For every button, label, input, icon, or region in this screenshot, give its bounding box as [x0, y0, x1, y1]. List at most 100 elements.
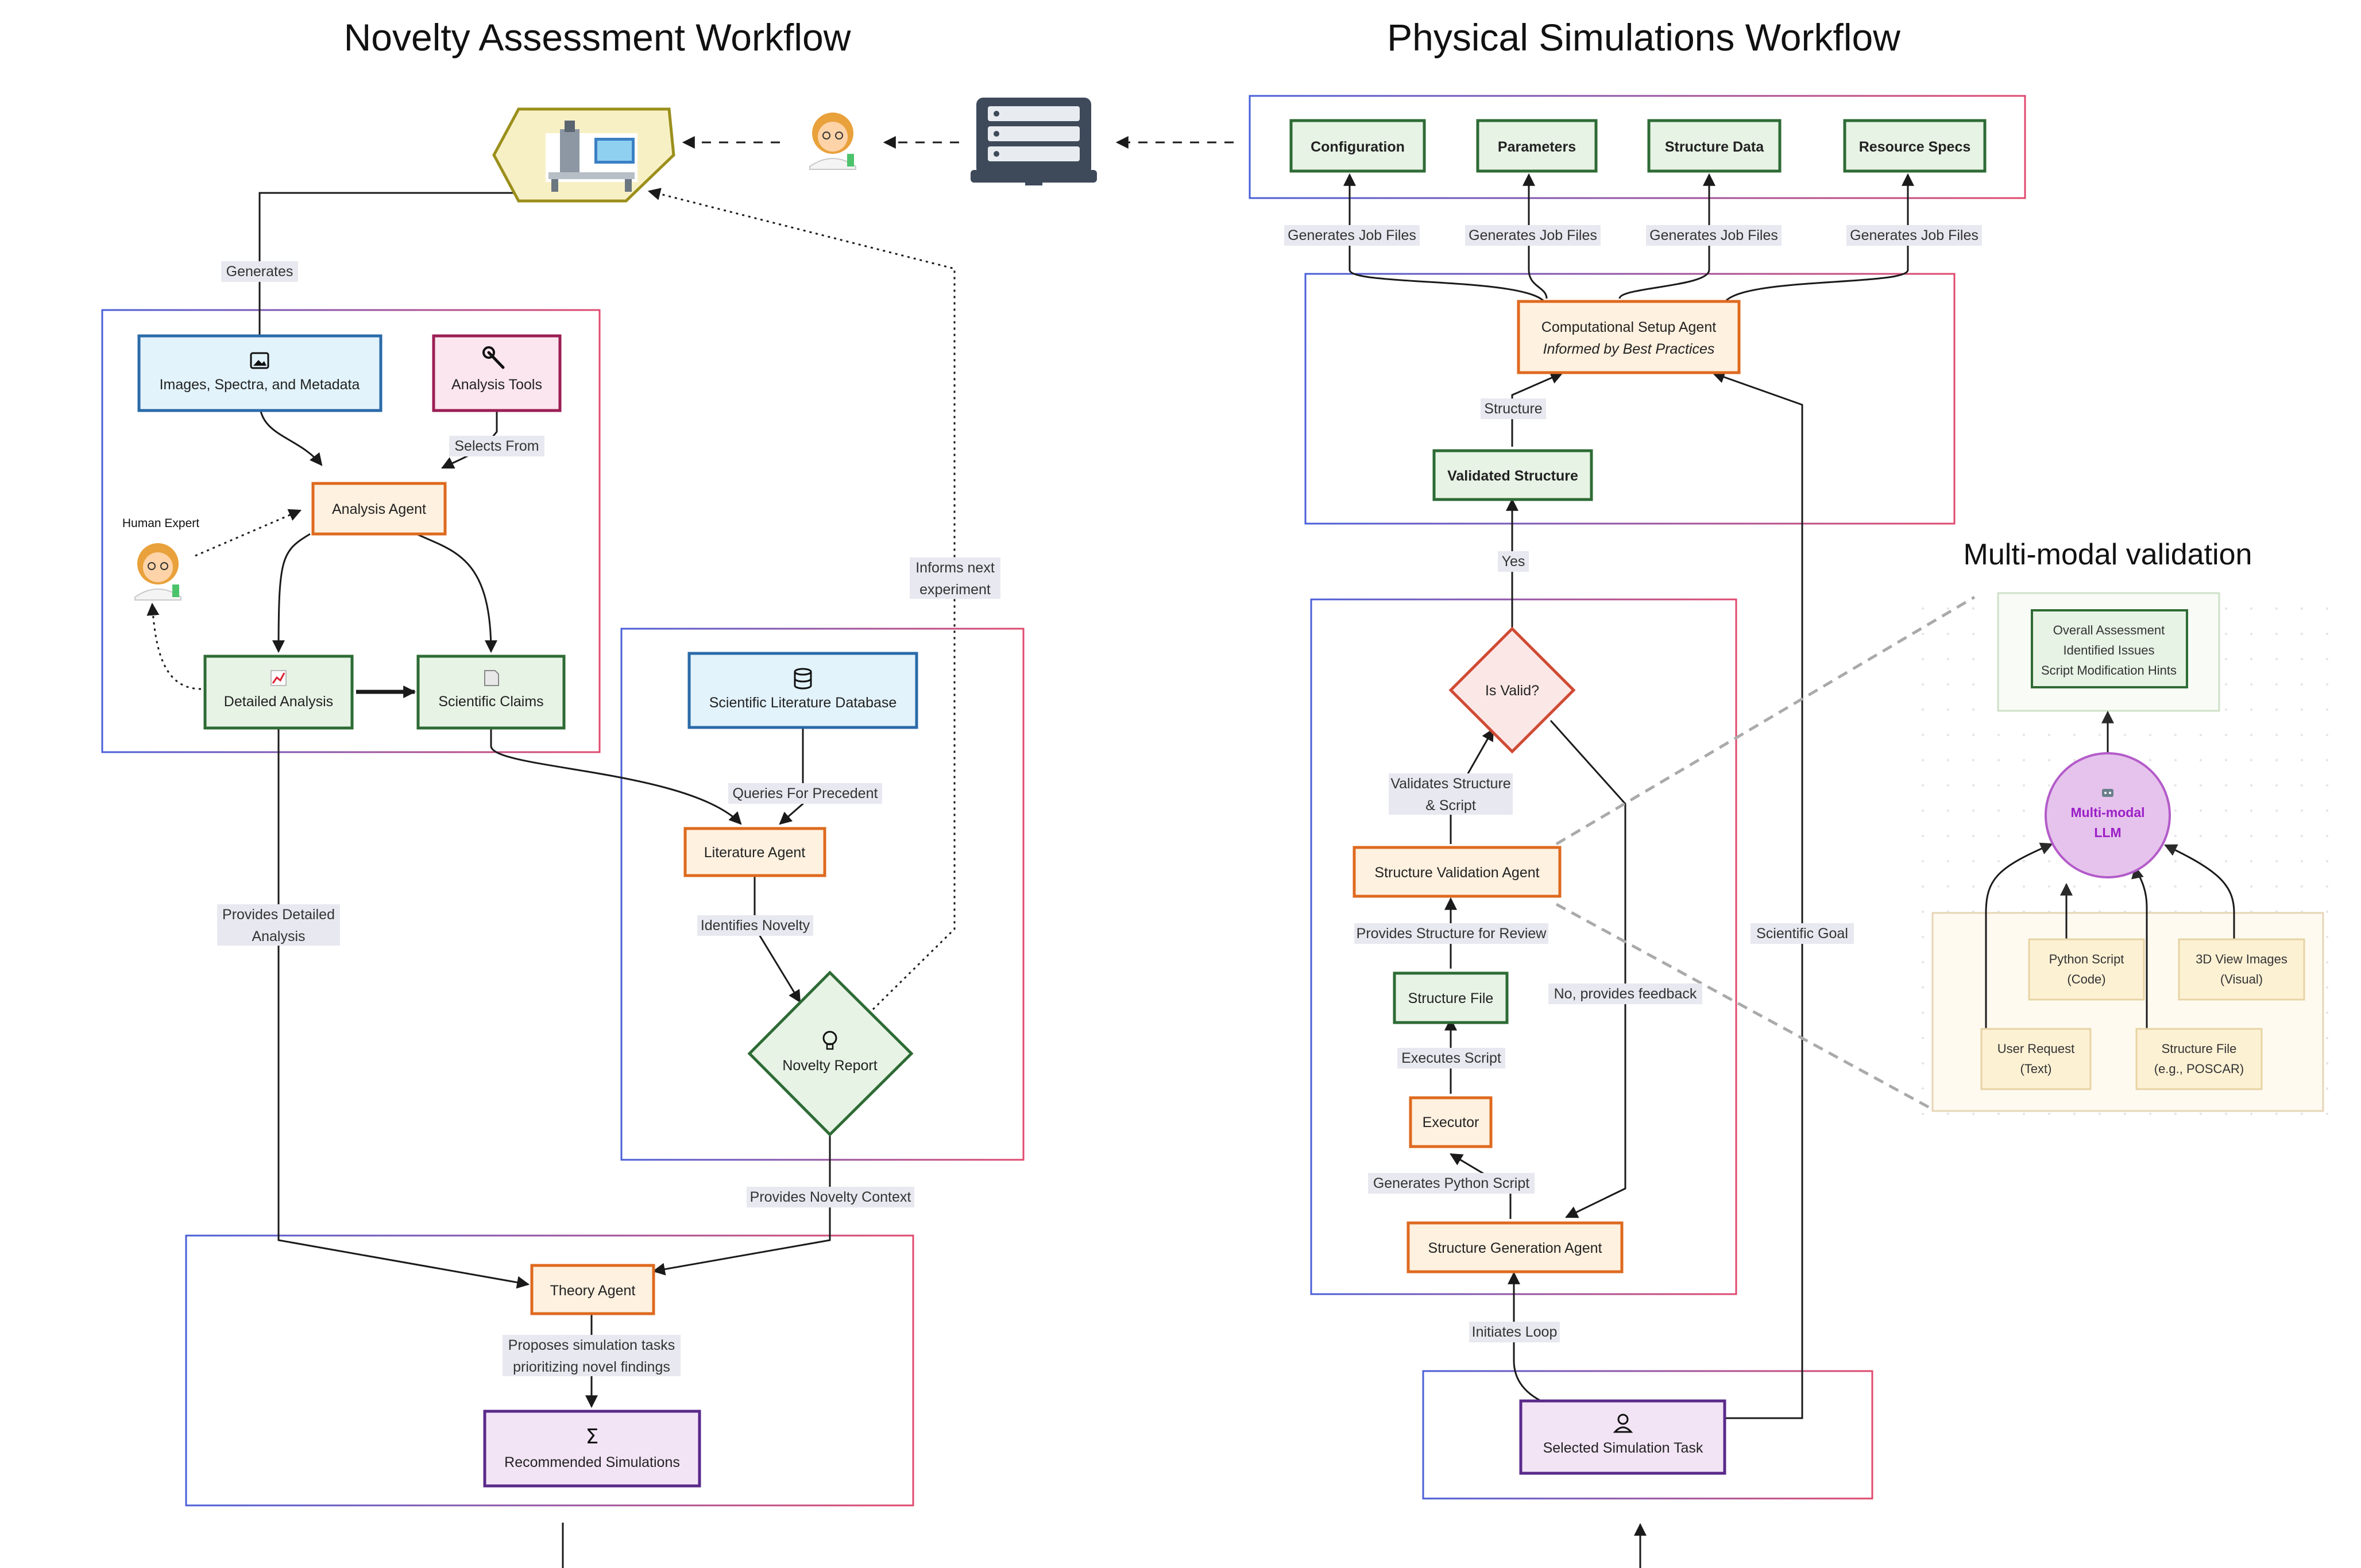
- multimodal-output-node[interactable]: Overall Assessment Identified Issues Scr…: [2031, 609, 2188, 688]
- edge-recommended-to-task: [562, 1523, 1647, 1568]
- theory-agent-label: Theory Agent: [550, 1283, 636, 1299]
- label-informs-next-experiment: Informs next experiment: [910, 557, 1000, 599]
- frame-validation-loop-group: [1310, 598, 1737, 1295]
- structure-file-input-node[interactable]: Structure File (e.g., POSCAR): [2135, 1028, 2263, 1090]
- edge-report-to-theory: [652, 1135, 831, 1276]
- edge-claims-to-literature: [490, 729, 742, 825]
- edge-setup-to-parameters: [1523, 173, 1548, 299]
- user-text-text: (Text): [2020, 1062, 2052, 1076]
- executor-node[interactable]: Executor: [1409, 1096, 1493, 1148]
- structure-file-label: Structure File: [1408, 990, 1494, 1006]
- human-expert-icon: [134, 543, 181, 601]
- detailed-analysis-label: Detailed Analysis: [224, 694, 333, 710]
- label-job-files-parameters: Generates Job Files: [1465, 225, 1601, 246]
- label-executes-script: Executes Script: [1397, 1048, 1505, 1068]
- svg-text:Scientific Goal: Scientific Goal: [1756, 926, 1848, 942]
- svg-text:Analysis: Analysis: [252, 928, 305, 944]
- chart-icon: [271, 670, 287, 686]
- svg-text:Generates Job Files: Generates Job Files: [1649, 227, 1778, 243]
- structure-generation-agent-node[interactable]: Structure Generation Agent: [1406, 1221, 1624, 1273]
- label-provides-detailed-analysis: Provides Detailed Analysis: [217, 904, 340, 946]
- literature-agent-label: Literature Agent: [704, 845, 806, 861]
- svg-text:Validates Structure: Validates Structure: [1390, 776, 1510, 792]
- human-expert-label: Human Expert: [122, 517, 199, 530]
- frame-job-files-group: [1249, 95, 2026, 199]
- is-valid-node[interactable]: Is Valid?: [1448, 626, 1576, 754]
- zoom-line-upper: [1555, 595, 1976, 846]
- svg-text:experiment: experiment: [919, 582, 991, 598]
- edge-db-to-literature: [779, 727, 804, 825]
- scientific-claims-node[interactable]: Scientific Claims: [416, 655, 566, 730]
- multimodal-llm-node[interactable]: Multi-modal LLM: [2045, 752, 2171, 878]
- theory-agent-node[interactable]: Theory Agent: [530, 1264, 655, 1315]
- validated-structure-label: Validated Structure: [1447, 468, 1578, 484]
- server-icon: [971, 98, 1097, 185]
- analysis-tools-label: Analysis Tools: [451, 377, 542, 393]
- edge-literature-to-report: [753, 876, 801, 1003]
- python-script-input-node[interactable]: Python Script (Code): [2028, 938, 2145, 1001]
- detailed-analysis-node[interactable]: Detailed Analysis: [203, 655, 354, 730]
- svg-text:Executes Script: Executes Script: [1401, 1050, 1501, 1066]
- edge-isvalid-feedback: [1549, 719, 1626, 1218]
- frame-analysis-group: [101, 309, 601, 753]
- svg-text:Selects From: Selects From: [454, 438, 539, 454]
- python-script-text: Python Script: [2049, 952, 2124, 966]
- edge-setup-to-resource-specs: [1722, 173, 1914, 308]
- structure-validation-agent-node[interactable]: Structure Validation Agent: [1353, 846, 1562, 898]
- structure-file-node[interactable]: Structure File: [1393, 971, 1509, 1024]
- analysis-agent-node[interactable]: Analysis Agent: [311, 482, 447, 536]
- structure-data-node[interactable]: Structure Data: [1647, 119, 1782, 173]
- novelty-report-node[interactable]: Novelty Report: [747, 970, 914, 1137]
- svg-text:No, provides feedback: No, provides feedback: [1554, 986, 1697, 1002]
- view-images-input-node[interactable]: 3D View Images (Visual): [2178, 938, 2305, 1001]
- image-icon: [250, 352, 269, 369]
- label-initiates-loop: Initiates Loop: [1469, 1322, 1560, 1342]
- svg-text:Initiates Loop: Initiates Loop: [1472, 1324, 1558, 1340]
- zoom-line-lower: [1555, 903, 1934, 1111]
- structure-data-label: Structure Data: [1665, 139, 1764, 155]
- configuration-node[interactable]: Configuration: [1289, 119, 1426, 173]
- frame-setup-group: [1304, 273, 1956, 525]
- resource-specs-label: Resource Specs: [1859, 139, 1971, 155]
- resource-specs-node[interactable]: Resource Specs: [1843, 119, 1987, 173]
- literature-agent-node[interactable]: Literature Agent: [683, 827, 826, 877]
- edge-report-informs-experiment: [647, 188, 956, 1011]
- svg-text:Generates: Generates: [226, 264, 293, 280]
- svg-text:& Script: & Script: [1425, 797, 1476, 814]
- microscope-icon: [492, 107, 675, 203]
- computational-setup-agent-node[interactable]: Computational Setup Agent Informed by Be…: [1517, 300, 1741, 374]
- parameters-node[interactable]: Parameters: [1476, 119, 1598, 173]
- sigma-icon: Σ: [586, 1425, 599, 1449]
- configuration-label: Configuration: [1311, 139, 1405, 155]
- llm-label-line1: Multi-modal: [2070, 805, 2144, 820]
- label-generates-python-script: Generates Python Script: [1368, 1173, 1535, 1194]
- setup-agent-label: Computational Setup Agent: [1541, 319, 1716, 335]
- view-images-text: 3D View Images: [2196, 952, 2287, 966]
- label-job-files-configuration: Generates Job Files: [1284, 225, 1420, 246]
- output-assessment-text: Overall Assessment: [2053, 623, 2165, 637]
- recommended-simulations-label: Recommended Simulations: [504, 1454, 680, 1470]
- wrench-icon: [482, 346, 505, 369]
- label-validates-structure-script: Validates Structure & Script: [1389, 773, 1513, 815]
- edge-analysis-to-detailed: [272, 533, 311, 653]
- edge-user-to-llm: [1985, 842, 2054, 1029]
- label-job-files-resource-specs: Generates Job Files: [1846, 225, 1982, 246]
- recommended-simulations-node[interactable]: Σ Recommended Simulations: [483, 1410, 701, 1488]
- svg-text:Generates Job Files: Generates Job Files: [1288, 227, 1416, 243]
- person-icon: [1613, 1414, 1633, 1433]
- label-structure: Structure: [1481, 398, 1546, 419]
- analysis-tools-node[interactable]: Analysis Tools: [432, 334, 562, 412]
- selected-simulation-task-node[interactable]: Selected Simulation Task: [1519, 1399, 1726, 1475]
- label-identifies-novelty: Identifies Novelty: [697, 915, 813, 936]
- robot-icon: [2102, 789, 2113, 797]
- user-request-input-node[interactable]: User Request (Text): [1980, 1028, 2092, 1090]
- scientist-icon: [809, 113, 856, 170]
- edge-microscope-generates: [258, 187, 570, 336]
- output-hints-text: Script Modification Hints: [2041, 663, 2177, 677]
- label-novelty-context: Provides Novelty Context: [747, 1187, 914, 1207]
- literature-database-node[interactable]: Scientific Literature Database: [687, 652, 918, 729]
- validated-structure-node[interactable]: Validated Structure: [1432, 449, 1593, 501]
- images-spectra-node[interactable]: Images, Spectra, and Metadata: [137, 334, 382, 412]
- label-selects-from: Selects From: [449, 436, 544, 456]
- title-novelty-workflow: Novelty Assessment Workflow: [344, 16, 851, 59]
